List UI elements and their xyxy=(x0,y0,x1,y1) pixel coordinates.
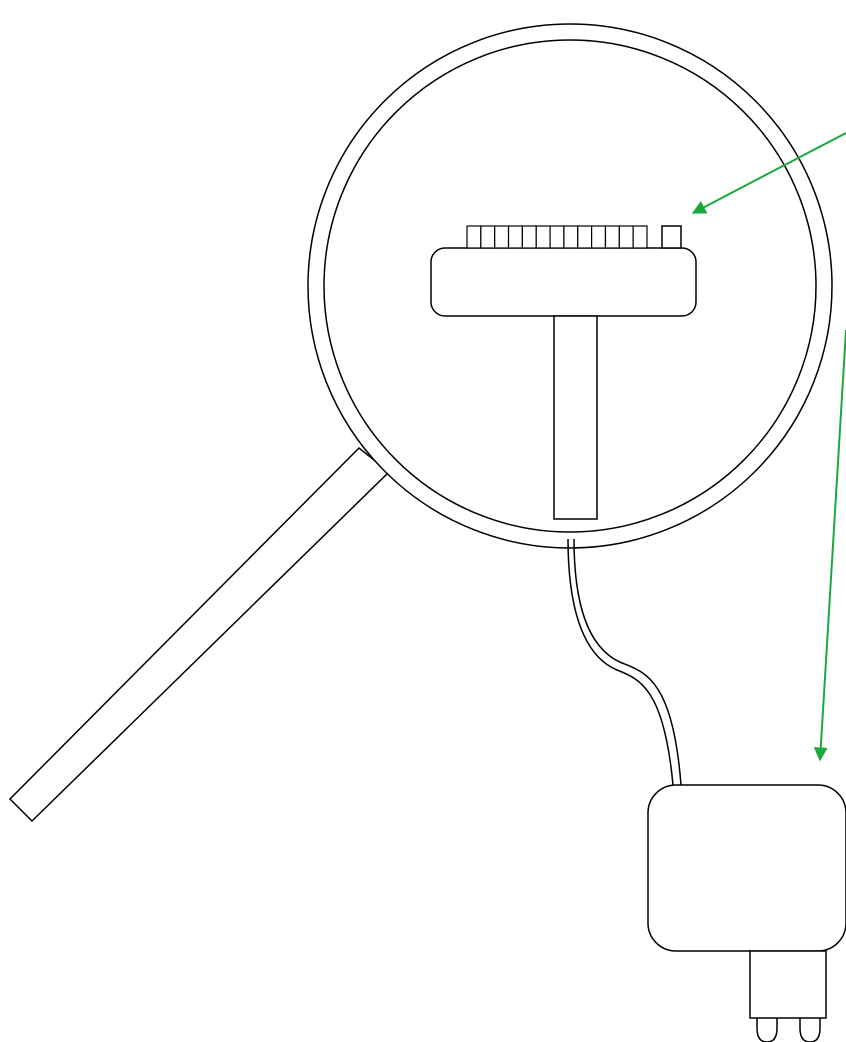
connector-pin xyxy=(535,225,551,249)
plug-prong-right xyxy=(799,1018,821,1042)
connector-pin xyxy=(563,225,579,249)
connector-pins xyxy=(466,225,648,249)
connector-pin xyxy=(466,225,482,249)
callout-arrow-to-adapter xyxy=(813,329,846,762)
connector-pin xyxy=(521,225,537,249)
callout-arrows xyxy=(691,132,846,762)
connector-cable-stem xyxy=(553,315,598,520)
wall-plug-icon xyxy=(756,1018,821,1042)
connector-body xyxy=(430,247,697,317)
callout-arrow-to-connector xyxy=(691,132,846,214)
connector-pin xyxy=(494,225,510,249)
connector-pin xyxy=(577,225,593,249)
magnifier-handle xyxy=(8,446,391,823)
connector-pin xyxy=(549,225,565,249)
plug-base xyxy=(749,950,827,1019)
dock-connector-icon xyxy=(430,225,697,520)
charging-cable xyxy=(567,538,682,786)
connector-pin xyxy=(632,225,648,249)
plug-prong-left xyxy=(756,1018,778,1042)
connector-pin xyxy=(507,225,523,249)
power-adapter-icon xyxy=(647,784,846,1019)
connector-pin xyxy=(618,225,634,249)
adapter-body xyxy=(647,784,846,952)
connector-pin xyxy=(591,225,607,249)
connector-side-pin xyxy=(661,225,682,249)
connector-pin xyxy=(604,225,620,249)
connector-pin xyxy=(480,225,496,249)
